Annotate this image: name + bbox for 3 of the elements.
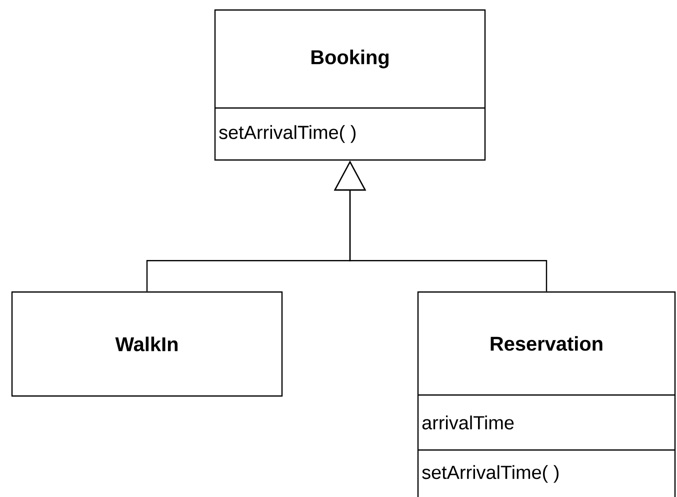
class-box: Reservation arrivalTime setArrivalTime( ) <box>417 291 676 497</box>
class-box: Booking setArrivalTime( ) <box>214 9 486 161</box>
class-box: WalkIn <box>11 291 283 397</box>
